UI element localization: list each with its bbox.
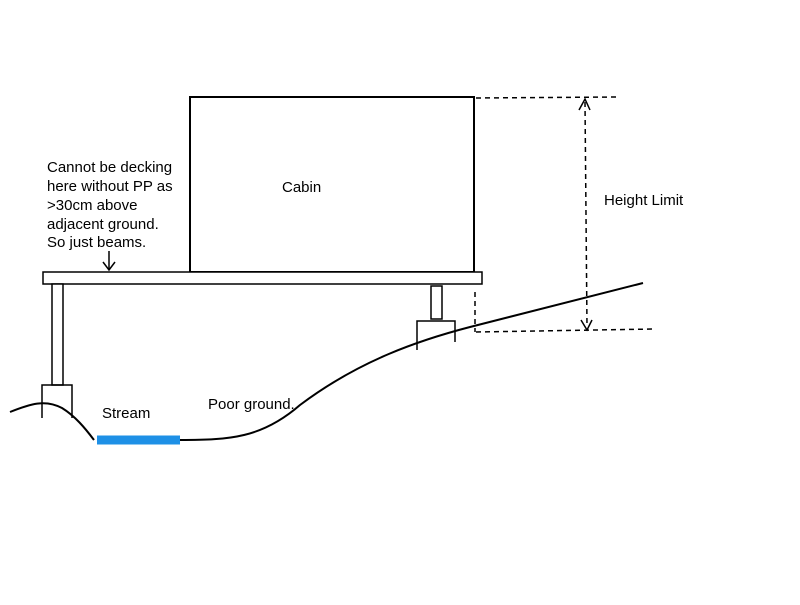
right-footing <box>416 320 456 350</box>
note-line: >30cm above <box>47 197 137 214</box>
left-footing <box>41 384 73 418</box>
note-line: here without PP as <box>47 178 173 195</box>
note-line: Cannot be decking <box>47 159 172 176</box>
note-arrow-icon <box>102 261 116 272</box>
cabin-label: Cabin <box>282 179 321 196</box>
right-post <box>430 285 443 320</box>
note-line: So just beams. <box>47 234 146 251</box>
height-limit-top-dashed <box>475 96 618 99</box>
up-arrow-icon <box>578 97 591 111</box>
cabin-box <box>189 96 475 273</box>
poor-ground-label: Poor ground. <box>208 396 295 413</box>
down-arrow-icon <box>580 319 593 332</box>
note-line: adjacent ground. <box>47 216 159 233</box>
left-mound <box>9 402 95 441</box>
height-limit-dimension-line <box>584 101 588 328</box>
beam-platform <box>42 271 483 285</box>
ground-slope <box>179 282 644 441</box>
height-limit-label: Height Limit <box>604 192 684 209</box>
height-limit-bottom-dashed <box>475 328 656 333</box>
left-post <box>51 283 64 386</box>
stream-label: Stream <box>102 405 150 422</box>
